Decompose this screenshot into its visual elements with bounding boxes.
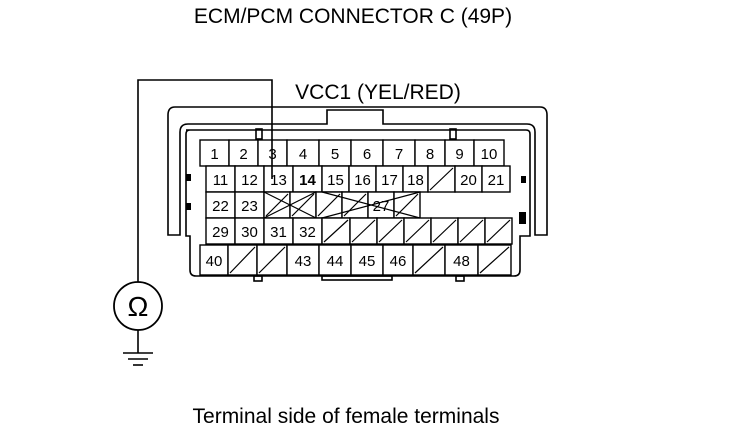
side-latch-right-1 <box>521 176 526 183</box>
terminal-number: 15 <box>327 172 344 189</box>
terminal-cavity <box>318 244 352 276</box>
terminal-cavity <box>444 139 475 167</box>
diagram-title: ECM/PCM CONNECTOR C (49P) <box>194 5 512 28</box>
terminal-number: 17 <box>381 172 398 189</box>
blank-terminal-slash <box>378 219 403 243</box>
blank-terminal-slash <box>486 219 511 243</box>
side-latch-left-2 <box>186 203 191 210</box>
terminal-cavity <box>321 165 350 193</box>
top-key-right <box>449 128 457 140</box>
bottom-tab <box>321 275 393 281</box>
terminal-cavity <box>263 217 294 245</box>
terminal-number: 48 <box>453 253 470 270</box>
terminal-number: 7 <box>395 146 403 163</box>
blocked-cavity-cross <box>263 191 317 219</box>
terminal-number: 40 <box>206 253 223 270</box>
terminal-number: 4 <box>299 146 307 163</box>
terminal-number: 43 <box>295 253 312 270</box>
terminal-number: 46 <box>390 253 407 270</box>
housing-shell <box>167 106 548 236</box>
blank-terminal-slash <box>258 246 286 274</box>
terminal-number: 44 <box>327 253 344 270</box>
blank-terminal-slash <box>291 193 315 217</box>
terminal-number: 21 <box>488 172 505 189</box>
terminal-number: 9 <box>455 146 463 163</box>
terminal-cavity <box>263 165 294 193</box>
wire-label: VCC1 (YEL/RED) <box>295 81 461 104</box>
blank-terminal-slash <box>432 219 457 243</box>
terminal-cavity <box>382 244 414 276</box>
terminal-number: 30 <box>241 224 258 241</box>
terminal-cavity <box>454 165 483 193</box>
blank-terminal-slash <box>323 219 349 243</box>
terminal-number: 27 <box>373 198 390 215</box>
terminal-number: 1 <box>210 146 218 163</box>
terminal-number: 14 <box>299 172 316 189</box>
terminal-cavity <box>234 191 265 219</box>
blank-terminal-slash <box>351 219 376 243</box>
terminal-cavity <box>286 244 320 276</box>
terminal-number: 12 <box>241 172 258 189</box>
caption: Terminal side of female terminals <box>193 405 500 428</box>
terminal-number: 29 <box>212 224 229 241</box>
blank-terminal-slash <box>459 219 484 243</box>
terminal-number: 2 <box>239 146 247 163</box>
terminal-number: 20 <box>460 172 477 189</box>
terminal-number: 16 <box>354 172 371 189</box>
terminal-cavity <box>444 244 479 276</box>
blank-terminal-slash <box>479 246 510 274</box>
terminal-number: 6 <box>363 146 371 163</box>
side-latch-left-1 <box>186 174 191 181</box>
probe-wire <box>137 79 273 353</box>
bottom-key-right <box>455 275 465 282</box>
terminal-number: 23 <box>241 198 258 215</box>
blank-terminal-slash <box>265 193 289 217</box>
side-latch-right-2 <box>519 212 526 224</box>
blocked-cavity-cross <box>321 191 421 219</box>
terminal-number: 18 <box>407 172 424 189</box>
bottom-key-left <box>253 275 263 282</box>
top-key-left <box>255 128 263 140</box>
terminal-number: 45 <box>359 253 376 270</box>
terminal-cavity <box>292 217 323 245</box>
blank-terminal-slash <box>317 193 341 217</box>
ground-icon <box>123 352 153 366</box>
blank-terminal-slash <box>429 167 454 191</box>
blank-terminal-slash <box>405 219 430 243</box>
terminal-number: 31 <box>270 224 287 241</box>
terminal-number: 13 <box>270 172 287 189</box>
blank-terminal-slash <box>343 193 367 217</box>
terminal-cavity <box>205 217 236 245</box>
probe-lead <box>137 79 273 282</box>
terminal-cavity <box>481 165 511 193</box>
ohm-symbol: Ω <box>128 291 149 322</box>
terminal-cavity <box>402 165 429 193</box>
terminal-number: 11 <box>213 172 229 189</box>
terminal-number: 10 <box>481 146 498 163</box>
ohmmeter-icon: Ω <box>113 281 163 331</box>
blank-terminal-slash <box>229 246 256 274</box>
terminal-cavity <box>234 217 265 245</box>
blank-terminal-slash <box>414 246 444 274</box>
terminal-number: 32 <box>299 224 316 241</box>
terminal-number: 5 <box>331 146 339 163</box>
terminal-number: 22 <box>212 198 229 215</box>
connector-housing <box>167 106 548 282</box>
terminal-cavity <box>205 165 236 193</box>
terminal-number: 8 <box>426 146 434 163</box>
